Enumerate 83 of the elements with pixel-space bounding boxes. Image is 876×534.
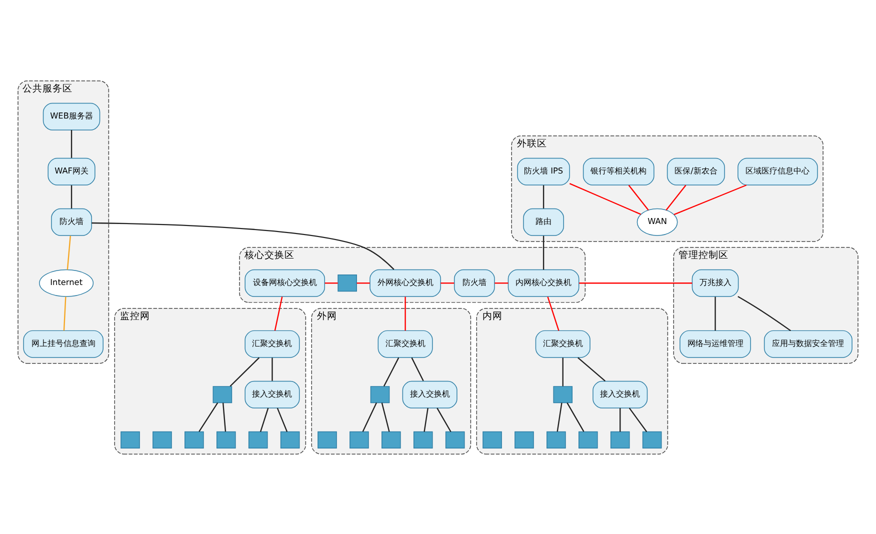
- node-box: [280, 430, 300, 448]
- connector: [666, 184, 686, 210]
- connector: [738, 296, 791, 331]
- connector: [260, 407, 269, 432]
- node-box: 银行等相关机构: [582, 157, 654, 185]
- connector: [569, 182, 642, 214]
- node-box: 路由: [523, 208, 564, 236]
- node-box: [350, 430, 369, 448]
- connector: [562, 357, 564, 386]
- node-box: [370, 386, 390, 403]
- connector: [70, 184, 72, 208]
- connector: [92, 222, 394, 270]
- connector: [494, 282, 508, 284]
- connector: [356, 282, 370, 284]
- connector: [404, 296, 406, 330]
- node-box: 防火墙 IPS: [517, 157, 570, 185]
- node-box: 医保/新农合: [666, 157, 725, 185]
- connector: [66, 235, 71, 270]
- node-box: 区域医疗信息中心: [738, 157, 818, 185]
- node-box: 外网核心交换机: [370, 268, 441, 296]
- connector: [383, 356, 400, 386]
- connector: [63, 296, 66, 330]
- connector: [272, 357, 273, 380]
- node-box: 汇聚交换机: [244, 330, 300, 358]
- node-box: 接入交换机: [244, 380, 300, 408]
- connector: [714, 296, 716, 330]
- node-box: 网络与运维管理: [680, 330, 751, 358]
- node-box: [120, 430, 140, 448]
- connector: [276, 407, 288, 432]
- connector: [198, 402, 218, 432]
- connector: [362, 402, 378, 432]
- connector: [566, 402, 584, 432]
- connector: [324, 282, 338, 284]
- node-box: [212, 386, 232, 403]
- connector: [411, 356, 424, 381]
- connector: [222, 402, 226, 432]
- node-box: [553, 386, 573, 403]
- node-box: [514, 430, 534, 448]
- connector: [424, 407, 428, 432]
- node-box: 防火墙: [454, 268, 495, 296]
- node-box: 汇聚交换机: [378, 330, 433, 358]
- node-box: [482, 430, 502, 448]
- connector: [542, 235, 544, 270]
- node-ellipse: WAN: [636, 208, 678, 236]
- node-ellipse: Internet: [39, 268, 94, 296]
- node-box: WAF网关: [48, 157, 96, 185]
- node-box: 万兆接入: [692, 268, 739, 296]
- node-box: [610, 430, 630, 448]
- node-box: 接入交换机: [592, 380, 648, 408]
- node-box: 应用与数据安全管理: [764, 330, 852, 358]
- node-box: [248, 430, 268, 448]
- node-box: [338, 274, 357, 292]
- node-box: [578, 430, 598, 448]
- connector: [556, 402, 562, 432]
- connector: [620, 408, 621, 432]
- connector: [381, 402, 390, 432]
- connector: [436, 407, 452, 432]
- node-box: [382, 430, 401, 448]
- node-box: [445, 430, 465, 448]
- connector: [440, 282, 454, 284]
- node-box: 设备网核心交换机: [244, 268, 326, 296]
- connector: [578, 356, 606, 382]
- node-box: 内网核心交换机: [508, 268, 580, 296]
- node-box: 接入交换机: [402, 380, 458, 408]
- connector: [542, 184, 544, 208]
- connector: [70, 130, 72, 158]
- node-box: [184, 430, 204, 448]
- connector: [274, 296, 283, 330]
- node-box: 汇聚交换机: [535, 330, 590, 358]
- node-box: [413, 430, 433, 448]
- node-box: WEB服务器: [42, 102, 100, 130]
- node-box: [546, 430, 566, 448]
- node-box: [318, 430, 337, 448]
- connector: [628, 184, 649, 210]
- node-box: [152, 430, 172, 448]
- node-box: [216, 430, 236, 448]
- connector: [579, 282, 692, 284]
- node-box: [642, 430, 662, 448]
- node-box: 防火墙: [51, 208, 92, 236]
- connector: [230, 356, 260, 386]
- node-box: 网上挂号信息查询: [23, 330, 104, 358]
- connector: [674, 184, 747, 215]
- connector: [628, 407, 648, 432]
